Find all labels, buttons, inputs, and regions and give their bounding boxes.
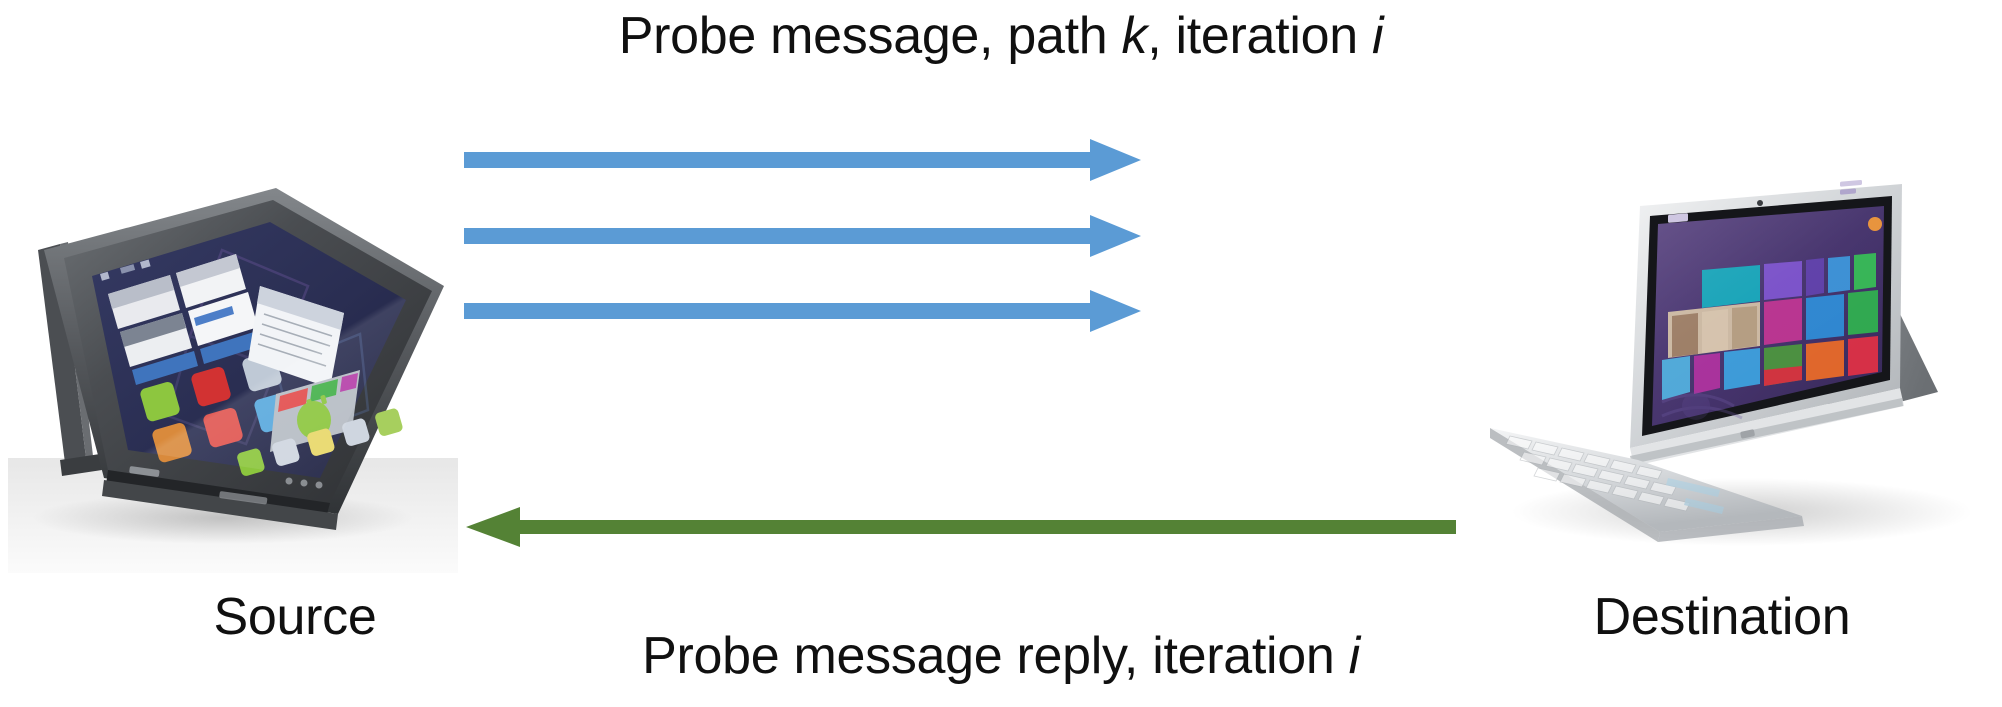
bottom-caption-part1: Probe message reply, iteration	[642, 627, 1349, 685]
source-brand-text	[219, 491, 268, 505]
destination-camera-icon	[1757, 200, 1763, 206]
probe-arrow-3	[464, 290, 1141, 332]
top-caption-symbol-k: k	[1121, 7, 1148, 65]
source-label: Source	[213, 588, 377, 646]
top-caption-part2: , iteration	[1147, 7, 1372, 65]
probe-reply-arrow	[466, 507, 1456, 547]
destination-hinge-clip	[1740, 429, 1755, 439]
source-lower-edge	[102, 480, 338, 530]
top-caption-part1: Probe message, path	[618, 7, 1122, 65]
probe-arrow-1	[464, 139, 1141, 181]
destination-label: Destination	[1593, 588, 1851, 646]
destination-device-image	[1490, 180, 1972, 546]
bottom-caption: Probe message reply, iteration i	[0, 626, 2002, 686]
source-device-image	[8, 188, 458, 573]
source-kickstand-foot	[60, 454, 102, 476]
destination-screen-glare	[1652, 206, 1884, 426]
source-navbar-glyphs	[129, 466, 323, 489]
destination-keyboard-keys	[1505, 435, 1724, 514]
source-screen-glare	[92, 222, 406, 478]
source-kickstand	[38, 244, 86, 463]
top-caption-symbol-i: i	[1371, 7, 1384, 65]
probe-arrow-2	[464, 215, 1141, 257]
bottom-caption-symbol-i: i	[1348, 627, 1361, 685]
top-caption: Probe message, path k, iteration i	[0, 6, 2002, 66]
